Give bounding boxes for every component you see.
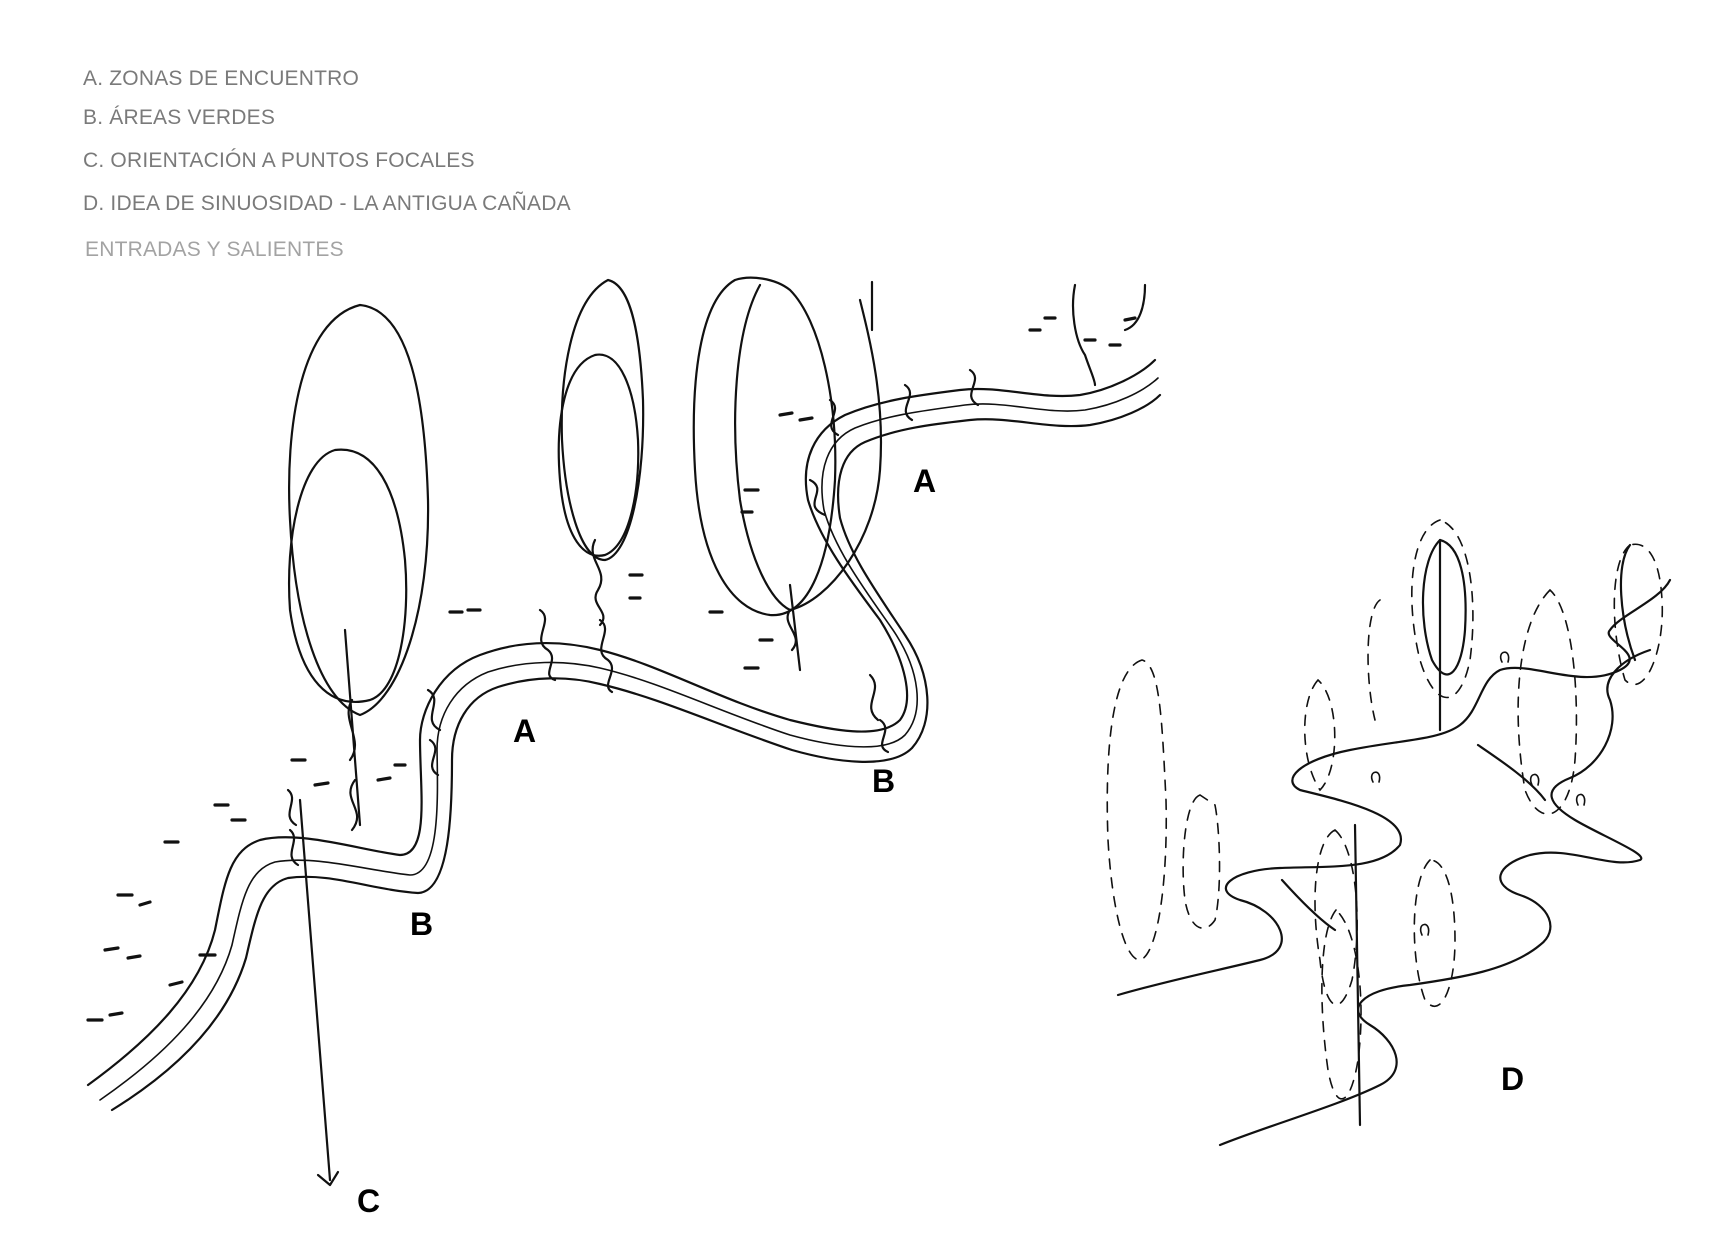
sinuosity-tree-1: [1106, 659, 1168, 961]
trunk-scribble-5: [786, 583, 802, 672]
label-a-mid: A: [513, 713, 536, 749]
trunk-scribble-6: [808, 398, 840, 517]
tree-canopy-3: [692, 276, 837, 617]
legend-item-a: A. ZONAS DE ENCUENTRO: [83, 67, 360, 90]
focal-arrow-head: [316, 1170, 340, 1187]
sinuosity-tree-2: [1182, 794, 1221, 929]
tree-canopy-1-inner: [287, 448, 408, 703]
tree-canopy-2: [560, 278, 645, 562]
tree-trunk-scribbles: [286, 368, 980, 867]
label-c: C: [357, 1183, 380, 1219]
path-edge-mid: [99, 377, 1159, 1101]
tree-canopy-2-inner: [557, 353, 640, 557]
focal-arrow: [298, 798, 340, 1187]
winding-path-sketch: A A B B C: [86, 276, 1162, 1219]
path-edge-inner: [110, 393, 1162, 1112]
sinuosity-tree-4: [1411, 519, 1474, 699]
trunk-scribble-3: [538, 608, 557, 682]
trunk-scribble-9: [286, 788, 300, 867]
tree-canopy-4: [1071, 283, 1097, 387]
sinuosity-tree-7: [1613, 543, 1664, 686]
label-d: D: [1501, 1061, 1524, 1097]
sinuosity-tree-10: [1321, 908, 1362, 1100]
path-edge-outer: [86, 358, 1157, 1087]
winding-path: [86, 358, 1162, 1112]
river-bank-1: [1476, 743, 1547, 802]
tree-canopy-1: [288, 303, 430, 717]
trunk-scribble-8: [426, 688, 442, 777]
sinuosity-tree-7-outline: [1619, 543, 1637, 662]
trunk-scribble-4: [598, 618, 614, 694]
focal-arrow-line: [298, 798, 332, 1182]
ground-marks: [86, 316, 1137, 1022]
loop-mark-1: [1499, 651, 1510, 663]
loop-mark-3: [1419, 923, 1430, 936]
loop-mark-5: [1370, 771, 1381, 783]
trunk-scribble-10: [868, 673, 890, 754]
tree-canopy-4b: [1123, 283, 1147, 332]
ground-dashes: [86, 316, 1137, 1022]
loop-mark-2: [1529, 773, 1540, 786]
label-a-top: A: [913, 463, 936, 499]
sinuosity-tree-8: [1314, 829, 1358, 1006]
river-line-bottom: [1218, 648, 1652, 1147]
legend-item-c: C. ORIENTACIÓN A PUNTOS FOCALES: [83, 149, 475, 172]
sinuosity-tree-4-inner: [1421, 538, 1467, 676]
label-b-right: B: [872, 763, 895, 799]
sinuosity-tree-3: [1303, 678, 1336, 792]
legend-subtitle: ENTRADAS Y SALIENTES: [85, 238, 344, 261]
river-line-top: [1116, 578, 1672, 997]
tree-canopies: [287, 276, 1147, 717]
river-bank-2: [1280, 878, 1337, 932]
sinuosity-tree-5: [1367, 599, 1381, 721]
legend-item-d: D. IDEA DE SINUOSIDAD - LA ANTIGUA CAÑAD…: [83, 192, 571, 215]
label-b-left: B: [410, 906, 433, 942]
trunk-scribble-7: [903, 368, 980, 422]
loop-mark-4: [1575, 793, 1586, 806]
trunk-scribble-1: [343, 628, 362, 832]
trunk-scribble-2: [591, 538, 605, 627]
sinuosity-sketch: D: [1106, 519, 1672, 1147]
sinuosity-trunk-1: [1353, 823, 1362, 1127]
legend-item-b: B. ÁREAS VERDES: [83, 106, 276, 129]
